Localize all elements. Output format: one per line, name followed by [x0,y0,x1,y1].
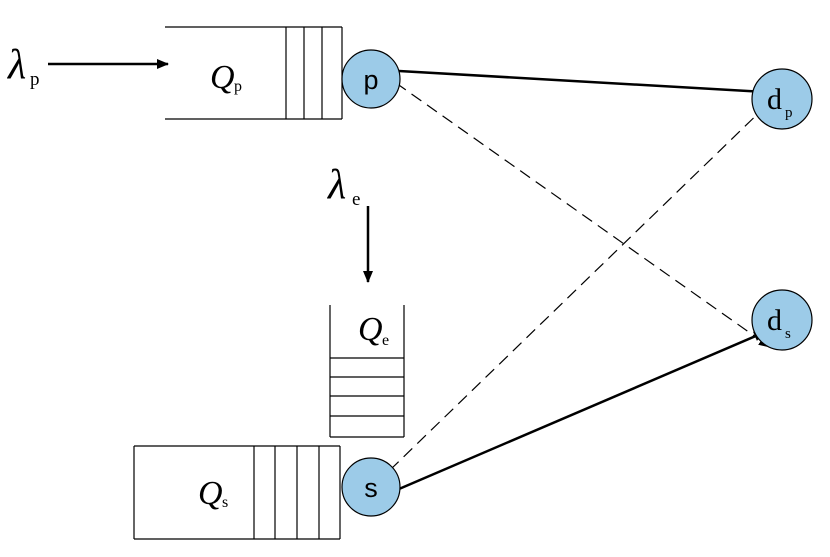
node-d-s-circle [751,289,813,351]
queue-q-s-subscript: s [222,494,228,511]
link-p-to-d-p [398,69,766,97]
lambda-p-symbol: λ [6,42,26,88]
node-s: s [341,457,401,517]
queue-q-e-symbol: Q [358,311,383,348]
node-d-s-label: d [767,304,782,337]
node-p-label: p [363,65,378,95]
node-p-circle [341,49,401,109]
lambda-e-label: λ e [326,162,360,210]
queue-q-p: Q p [165,26,343,120]
link-s-to-d-p [389,102,770,471]
node-s-label: s [364,473,378,503]
node-d-p-subscript: p [785,105,793,121]
lambda-e-subscript: e [352,189,360,210]
node-s-circle [341,457,401,517]
lambda-p-label: λ p [6,42,40,90]
queue-q-s-symbol: Q [198,475,223,512]
queue-q-e: Q e [329,305,405,438]
node-d-s: d s [751,289,813,351]
lambda-e-symbol: λ [326,162,346,208]
node-d-p-label: d [767,83,782,116]
queue-q-e-subscript: e [382,332,389,349]
node-d-s-subscript: s [785,326,791,342]
node-d-p-circle [751,68,813,130]
queue-q-p-subscript: p [234,78,242,95]
node-p: p [341,49,401,109]
queue-q-p-symbol: Q [210,59,235,96]
queue-q-s: Q s [133,445,341,540]
lambda-p-subscript: p [30,69,40,90]
link-s-to-d-s [398,330,766,491]
link-p-to-d-s [395,82,771,348]
node-d-p: d p [751,68,813,130]
